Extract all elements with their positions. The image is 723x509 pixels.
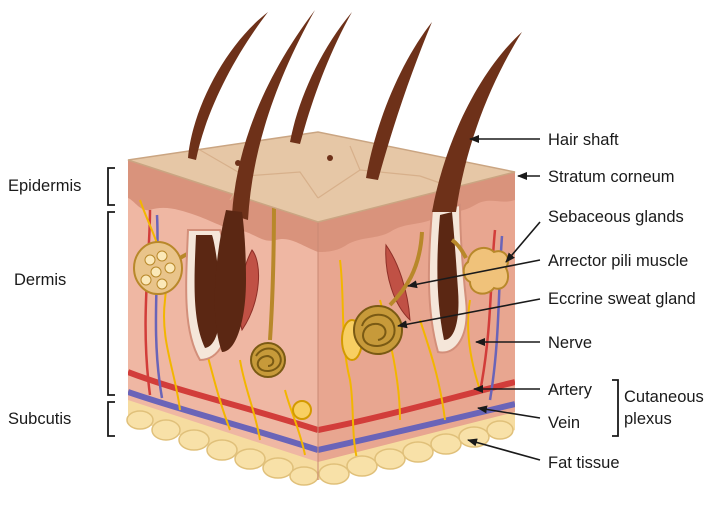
dermis-label: Dermis xyxy=(14,271,66,289)
subcutis-label: Subcutis xyxy=(8,410,71,428)
epidermis-bracket xyxy=(108,168,115,205)
skin-block xyxy=(127,10,522,485)
cutaneous-plexus-label-line2: plexus xyxy=(624,410,672,428)
layer-brackets xyxy=(108,168,115,436)
epidermis-label: Epidermis xyxy=(8,177,81,195)
eccrine-sweat-gland-label: Eccrine sweat gland xyxy=(548,290,696,308)
vein-label: Vein xyxy=(548,414,580,432)
nerve-label: Nerve xyxy=(548,334,592,352)
fat-tissue-label: Fat tissue xyxy=(548,454,620,472)
dermis-bracket xyxy=(108,212,115,395)
hair-shaft-label: Hair shaft xyxy=(548,131,619,149)
arrector-pili-muscle-label: Arrector pili muscle xyxy=(548,252,688,270)
artery-label: Artery xyxy=(548,381,593,399)
stratum-corneum-label: Stratum corneum xyxy=(548,168,675,186)
cutaneous-plexus-bracket xyxy=(612,380,618,436)
sebaceous-glands-label: Sebaceous glands xyxy=(548,208,684,226)
subcutis-bracket xyxy=(108,402,115,436)
cutaneous-plexus-label-line1: Cutaneous xyxy=(624,388,704,406)
corpuscle-front xyxy=(293,401,311,419)
